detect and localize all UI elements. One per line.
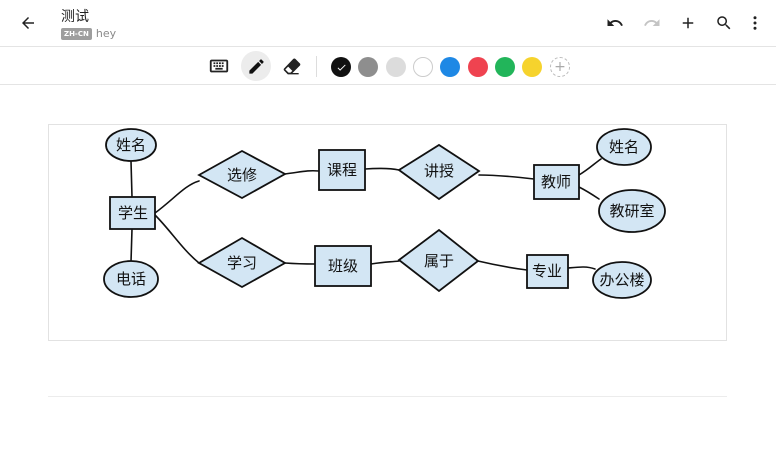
color-swatch-white[interactable] [413, 57, 433, 77]
entity-shape [526, 254, 569, 289]
er-diagram: 学生 课程 教师 班级 专业 选修 讲授 学习 属于 姓名 电话 姓名 教研室 … [103, 128, 666, 299]
connector [478, 174, 535, 180]
language-badge: ZH-CN [61, 27, 92, 40]
attribute-label: 姓名 [609, 138, 639, 156]
connector [364, 167, 400, 171]
attribute-shape [103, 260, 159, 298]
attribute-shape [596, 128, 652, 166]
entity-label: 专业 [532, 262, 562, 280]
more-button[interactable] [739, 7, 771, 39]
entity-shape [533, 164, 580, 200]
plus-icon: + [554, 59, 566, 75]
color-swatch-blue[interactable] [440, 57, 460, 77]
attribute-label: 教研室 [609, 202, 654, 220]
page-subtitle: ZH-CN hey [61, 27, 116, 40]
connector [130, 228, 133, 263]
color-swatch-green[interactable] [495, 57, 515, 77]
pen-icon [248, 58, 264, 74]
add-color-button[interactable]: + [550, 57, 570, 77]
entity-label: 学生 [118, 204, 148, 222]
relationship-shape [197, 236, 287, 289]
entity-label: 课程 [327, 161, 357, 179]
eraser-icon [283, 58, 301, 75]
attribute-shape [105, 128, 157, 162]
entity-shape [318, 149, 366, 191]
drawing-canvas[interactable]: 学生 课程 教师 班级 专业 选修 讲授 学习 属于 姓名 电话 姓名 教研室 … [48, 124, 727, 341]
drawing-toolbar: + [0, 46, 776, 85]
more-vert-icon [753, 16, 757, 30]
color-swatch-light-gray[interactable] [386, 57, 406, 77]
pen-tool[interactable] [241, 51, 271, 81]
keyboard-icon [209, 59, 229, 73]
undo-icon [607, 19, 623, 26]
relationship-label: 选修 [227, 166, 257, 184]
connector [567, 266, 596, 270]
subtitle-text: hey [95, 27, 117, 40]
page-title: 测试 [61, 9, 89, 25]
color-swatch-gray[interactable] [358, 57, 378, 77]
relationship-label: 学习 [227, 254, 257, 272]
keyboard-tool[interactable] [204, 51, 234, 81]
connector [578, 186, 600, 200]
redo-button[interactable] [636, 7, 668, 39]
relationship-shape [397, 143, 481, 201]
connector [130, 160, 133, 198]
connector [370, 260, 400, 265]
attribute-label: 电话 [116, 270, 146, 288]
color-swatch-red[interactable] [468, 57, 488, 77]
connector [284, 169, 320, 175]
toolbar-divider [316, 56, 317, 77]
arrow-back-icon [22, 17, 34, 29]
connector [154, 180, 200, 214]
connector [154, 214, 200, 264]
color-swatch-black[interactable] [331, 57, 351, 77]
entity-label: 教师 [541, 173, 571, 191]
entity-shape [314, 245, 372, 287]
undo-button[interactable] [599, 7, 631, 39]
attribute-shape [598, 189, 666, 233]
attribute-shape [592, 261, 652, 299]
app-bar: 测试 ZH-CN hey [0, 0, 776, 46]
add-button[interactable] [672, 7, 704, 39]
eraser-tool[interactable] [277, 51, 307, 81]
search-button[interactable] [708, 7, 740, 39]
entity-label: 班级 [328, 257, 358, 275]
color-swatch-yellow[interactable] [522, 57, 542, 77]
attribute-label: 办公楼 [599, 271, 644, 289]
search-icon [717, 16, 731, 30]
add-icon [682, 17, 694, 29]
relationship-shape [397, 228, 480, 293]
back-button[interactable] [12, 7, 44, 39]
page-divider [48, 396, 727, 397]
attribute-label: 姓名 [116, 136, 146, 154]
relationship-shape [197, 149, 287, 200]
check-icon [337, 64, 346, 71]
connector [284, 262, 316, 265]
connector [477, 260, 528, 271]
connector [578, 158, 602, 176]
relationship-label: 讲授 [424, 162, 454, 180]
relationship-label: 属于 [424, 252, 454, 270]
entity-shape [109, 196, 156, 230]
redo-icon [644, 19, 660, 26]
